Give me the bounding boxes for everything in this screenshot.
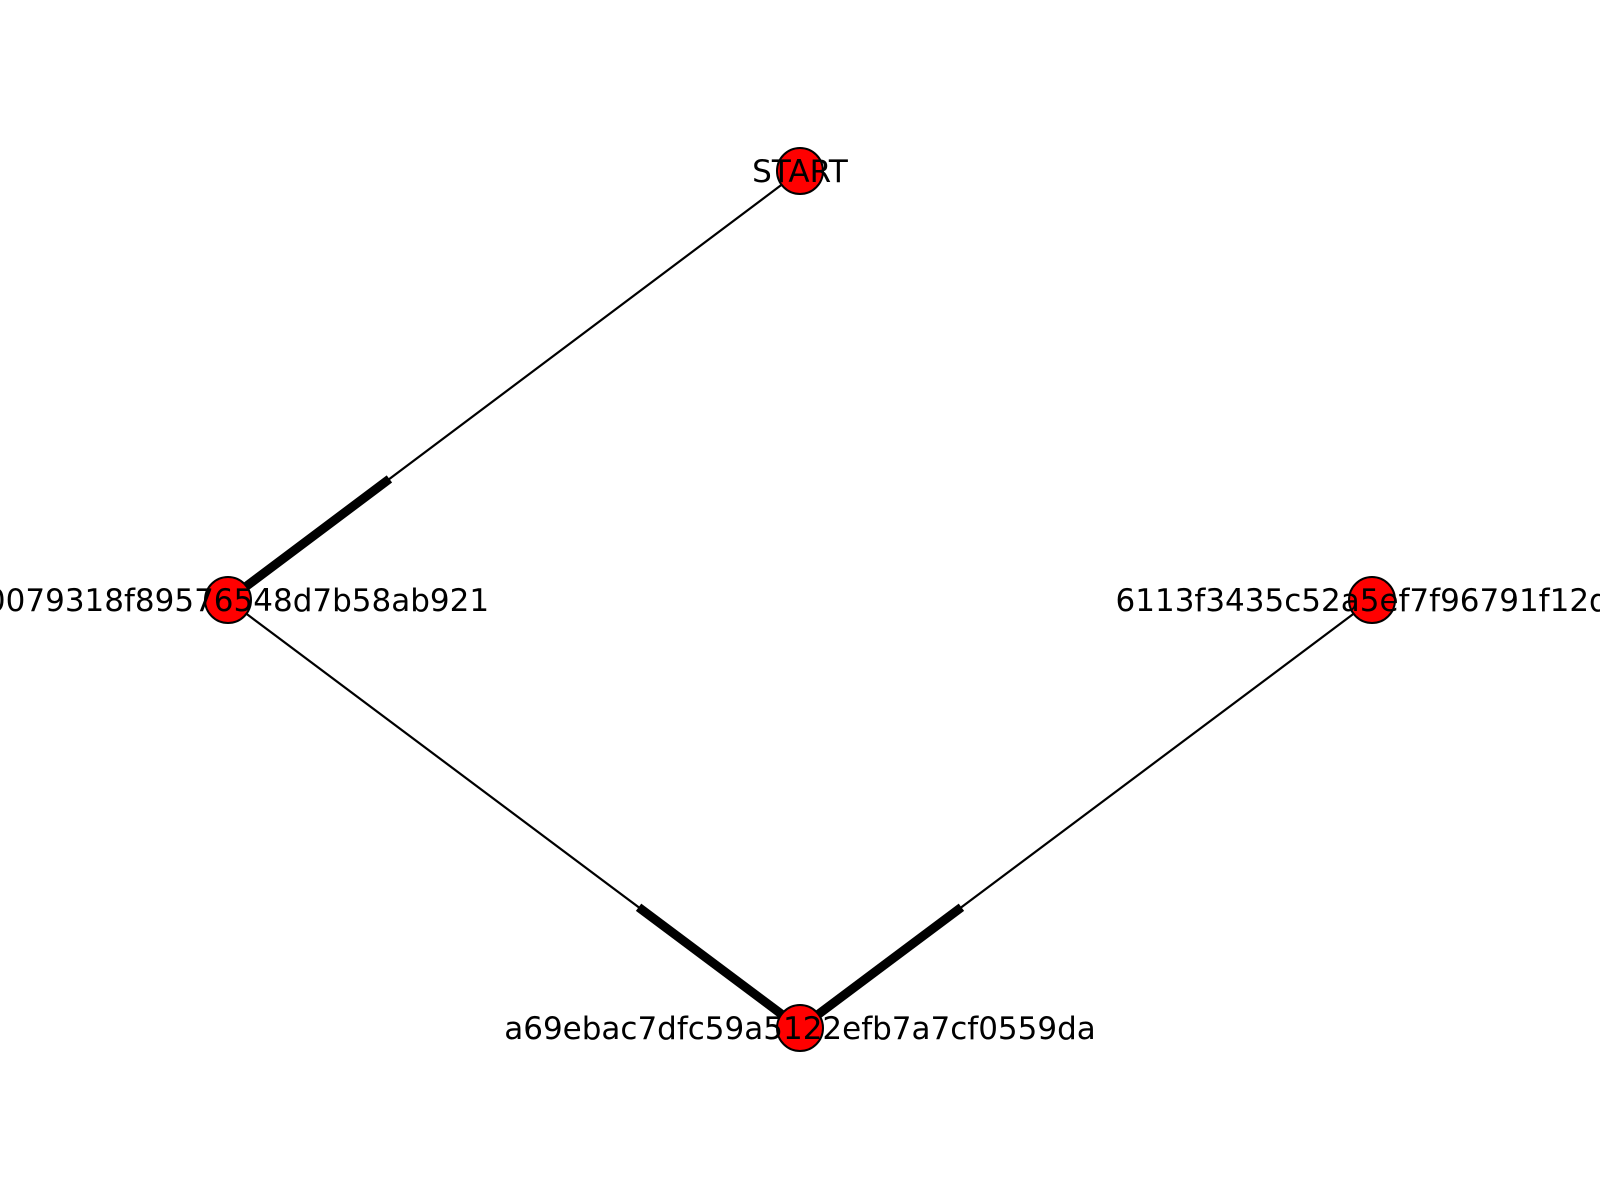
node-label-start: START — [752, 154, 849, 190]
nodes-layer — [204, 147, 1396, 1052]
labels-layer: START a0079318f89576548d7b58ab921 a69ebac7… — [0, 154, 1600, 1047]
node-label-n1: a0079318f89576548d7b58ab921 — [0, 583, 489, 619]
node-label-n3: 6113f3435c52a5ef7f96791f12d4 — [1116, 583, 1600, 619]
edge-arrowhead-start-n1 — [243, 475, 393, 590]
node-n1 — [204, 576, 252, 624]
edges-layer — [243, 183, 1355, 1018]
node-n3 — [1348, 576, 1396, 624]
node-label-n2: a69ebac7dfc59a5122efb7a7cf0559da — [504, 1011, 1096, 1047]
node-n2 — [776, 1004, 824, 1052]
edge-arrowhead-n3-n2 — [815, 903, 965, 1018]
node-start — [776, 147, 824, 195]
edge-arrowhead-n1-n2 — [635, 903, 785, 1018]
